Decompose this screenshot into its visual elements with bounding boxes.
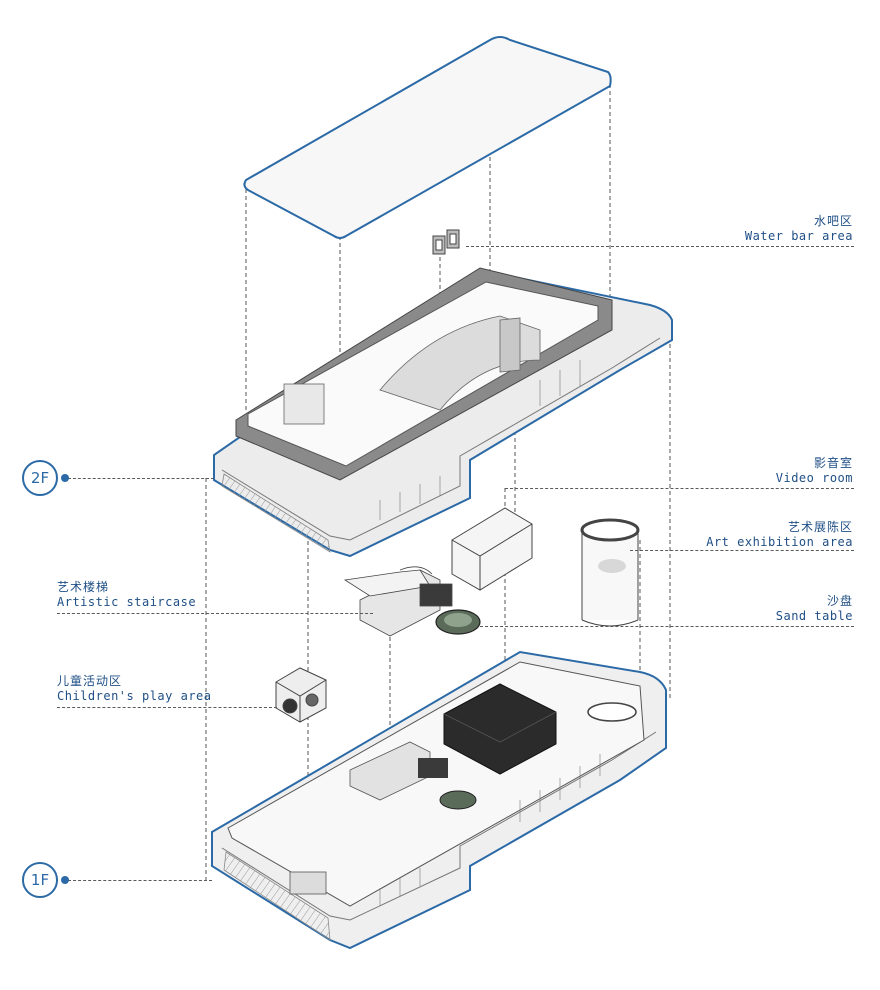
label-staircase: 艺术楼梯 Artistic staircase	[57, 580, 196, 610]
leader-1f	[68, 880, 212, 881]
artistic-staircase-object	[343, 566, 453, 637]
leader-video-room	[505, 488, 854, 489]
floor-2f-model	[213, 267, 673, 558]
floor-1f-model	[211, 650, 667, 950]
label-play-area-zh: 儿童活动区	[57, 674, 123, 688]
label-water-bar-en: Water bar area	[744, 229, 853, 243]
label-video-room-zh: 影音室	[813, 456, 853, 470]
leader-art-exhibition	[630, 550, 854, 551]
roof-slab	[243, 36, 612, 239]
label-video-room: 影音室 Video room	[776, 456, 853, 486]
label-sand-table-en: Sand table	[775, 609, 853, 623]
art-exhibition-cylinder	[580, 518, 640, 627]
leader-play-area	[57, 707, 277, 708]
video-room-box	[451, 507, 533, 591]
floor-badge-1f: 1F	[22, 862, 58, 898]
floor-badge-2f: 2F	[22, 460, 58, 496]
water-bar-object	[432, 229, 460, 255]
floor-2f-dot	[61, 474, 69, 482]
label-art-exhibition-en: Art exhibition area	[706, 535, 853, 549]
label-water-bar-zh: 水吧区	[813, 214, 853, 228]
leader-water-bar	[466, 246, 854, 247]
label-play-area-en: Children's play area	[57, 689, 212, 703]
label-video-room-en: Video room	[775, 471, 853, 485]
label-art-exhibition-zh: 艺术展陈区	[787, 520, 853, 534]
leader-staircase	[57, 613, 373, 614]
sand-table-object	[435, 609, 481, 635]
play-cube-object	[275, 667, 327, 723]
label-play-area: 儿童活动区 Children's play area	[57, 674, 212, 704]
leader-sand-table	[480, 626, 854, 627]
label-sand-table-zh: 沙盘	[826, 594, 853, 608]
leader-2f	[68, 478, 214, 479]
label-sand-table: 沙盘 Sand table	[776, 594, 853, 624]
label-staircase-zh: 艺术楼梯	[57, 580, 110, 594]
label-water-bar: 水吧区 Water bar area	[745, 214, 853, 244]
floor-1f-dot	[61, 876, 69, 884]
label-art-exhibition: 艺术展陈区 Art exhibition area	[706, 520, 853, 550]
label-staircase-en: Artistic staircase	[57, 595, 197, 609]
